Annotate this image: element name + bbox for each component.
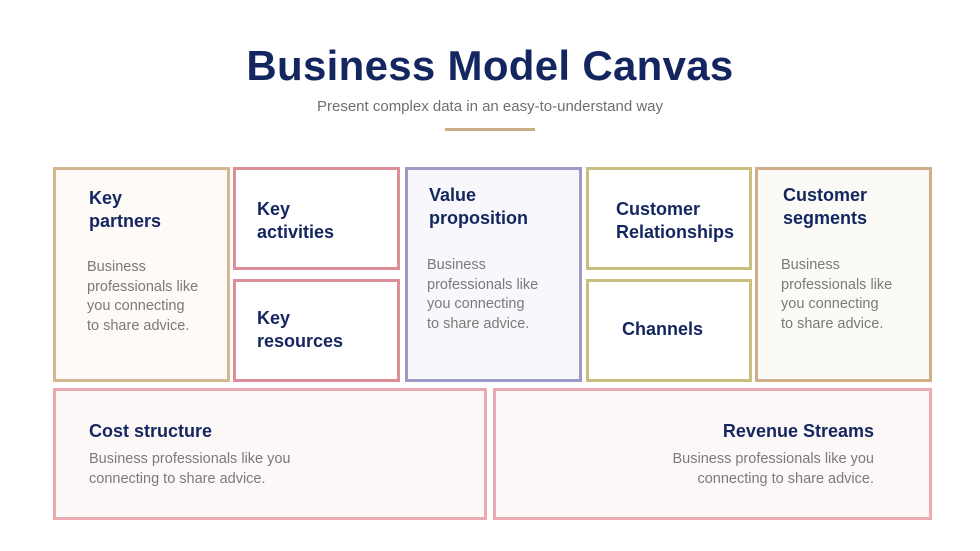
- key-partners-title: Key partners: [89, 188, 162, 231]
- key-activities-box: Key activities: [233, 167, 400, 270]
- key-resources-box: Key resources: [233, 279, 400, 382]
- value-proposition-text: Business professionals like you connecti…: [427, 257, 539, 332]
- revenue-streams-box: Revenue Streams Business professionals l…: [493, 388, 932, 520]
- customer-relationships-title: Customer Relationships: [616, 199, 735, 242]
- key-partners-box: Key partners Business professionals like…: [53, 167, 230, 382]
- value-proposition-title: Value proposition: [429, 185, 528, 228]
- cost-structure-text: Business professionals like you connecti…: [89, 451, 291, 487]
- channels-box: Channels: [586, 279, 752, 382]
- value-proposition-box: Value proposition Business professionals…: [405, 167, 582, 382]
- customer-segments-box: Customer segments Business professionals…: [755, 167, 932, 382]
- customer-segments-title: Customer segments: [783, 185, 868, 228]
- customer-relationships-box: Customer Relationships: [586, 167, 752, 270]
- key-resources-title: Key resources: [257, 308, 344, 351]
- cost-structure-title: Cost structure: [89, 421, 213, 441]
- revenue-streams-text: Business professionals like you connecti…: [672, 451, 875, 487]
- channels-title: Channels: [622, 319, 704, 339]
- customer-segments-text: Business professionals like you connecti…: [781, 257, 893, 332]
- key-activities-title: Key activities: [257, 199, 335, 242]
- title-divider: [445, 128, 535, 131]
- page-title: Business Model Canvas: [246, 42, 734, 89]
- key-partners-text: Business professionals like you connecti…: [87, 259, 199, 334]
- revenue-streams-title: Revenue Streams: [722, 421, 874, 441]
- cost-structure-box: Cost structure Business professionals li…: [53, 388, 487, 520]
- page-subtitle: Present complex data in an easy-to-under…: [316, 98, 664, 115]
